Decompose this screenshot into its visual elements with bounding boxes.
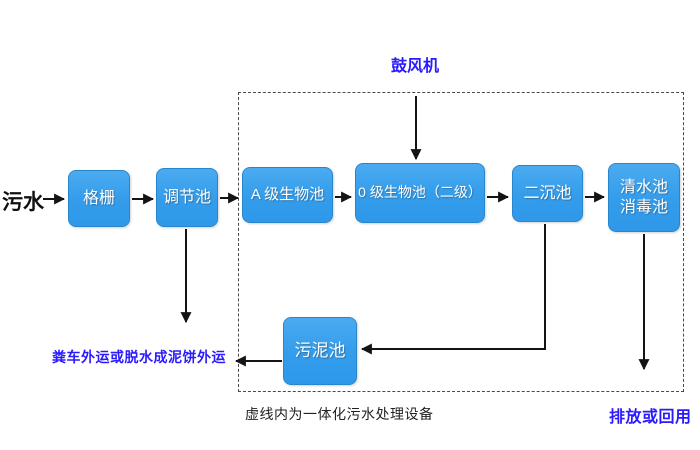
inflow-label: 污水 [2,191,44,214]
node-clear-water-disinfection-tank: 清水池 消毒池 [608,163,680,232]
integrated-equipment-boundary [238,92,684,392]
node-regulating-tank: 调节池 [156,168,218,227]
node-sludge-tank: 污泥池 [283,317,357,385]
node-o-level-bio-tank: 0 级生物池（二级） [355,163,485,223]
node-secondary-sedimentation-tank: 二沉池 [512,165,583,222]
sludge-disposal-label: 粪车外运或脱水成泥饼外运 [52,349,226,365]
blower-label: 鼓风机 [391,58,440,75]
node-grid: 格栅 [68,170,130,227]
boundary-caption: 虚线内为一体化污水处理设备 [245,406,434,422]
node-a-level-bio-tank: A 级生物池 [242,167,333,223]
discharge-label: 排放或回用 [609,409,692,426]
